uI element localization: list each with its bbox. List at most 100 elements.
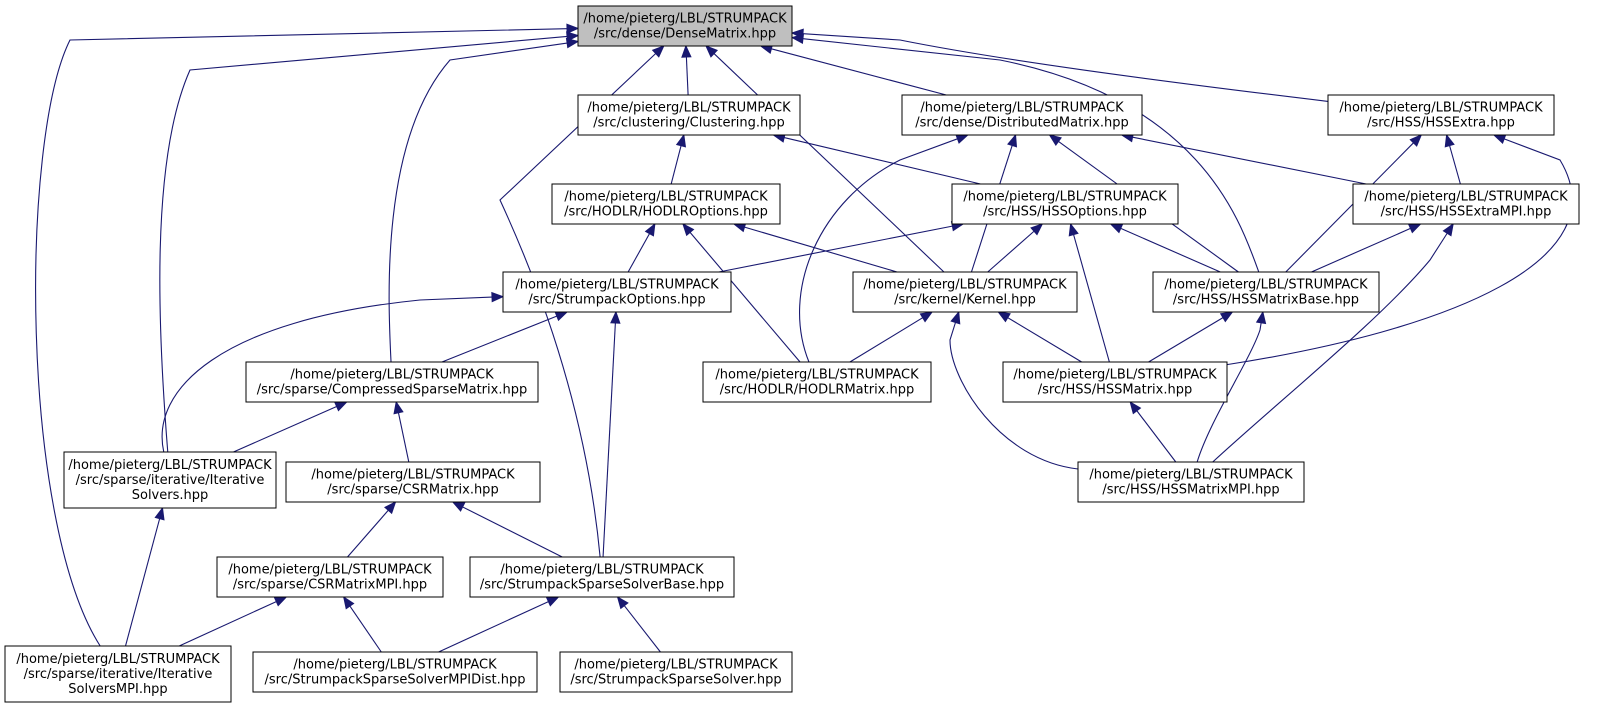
node-iterative-solvers-mpi[interactable]: /home/pieterg/LBL/STRUMPACK/src/sparse/i… <box>4 645 232 703</box>
node-label-line: /src/dense/DistributedMatrix.hpp <box>915 116 1128 131</box>
edge-compressed-sparse-matrix-to-dense-matrix <box>388 37 580 363</box>
node-box <box>469 556 735 598</box>
node-label-line: /src/StrumpackOptions.hpp <box>528 293 705 308</box>
edge-line <box>623 605 661 653</box>
node-box <box>502 271 732 313</box>
edge-line <box>1120 227 1221 273</box>
node-label-line: /home/pieterg/LBL/STRUMPACK <box>564 190 768 205</box>
edge-iterative-solvers-mpi-to-iterative-solvers <box>124 506 165 647</box>
arrowhead-icon <box>950 310 961 325</box>
edge-layer <box>35 23 1573 653</box>
node-box <box>577 5 793 47</box>
node-box <box>559 651 793 693</box>
node-layer: /home/pieterg/LBL/STRUMPACK/src/dense/De… <box>4 5 1580 703</box>
node-label-line: /src/kernel/Kernel.hpp <box>894 293 1036 308</box>
arrowhead-icon <box>1109 223 1124 234</box>
node-label-line: /home/pieterg/LBL/STRUMPACK <box>1013 368 1217 383</box>
node-hss-matrix-mpi[interactable]: /home/pieterg/LBL/STRUMPACK/src/HSS/HSSM… <box>1077 461 1305 503</box>
edge-line <box>1196 322 1262 463</box>
edge-line <box>388 42 568 363</box>
node-hss-options[interactable]: /home/pieterg/LBL/STRUMPACK/src/HSS/HSSO… <box>951 183 1179 225</box>
node-label-line: /src/HSS/HSSMatrixMPI.hpp <box>1102 483 1279 498</box>
edge-strumpack-options-to-hodlr-options <box>627 222 656 273</box>
node-clustering[interactable]: /home/pieterg/LBL/STRUMPACK/src/clusteri… <box>577 94 801 136</box>
node-label-line: /src/HODLR/HODLRMatrix.hpp <box>720 383 915 398</box>
edge-kernel-to-dense-matrix <box>705 45 945 273</box>
node-hss-extra[interactable]: /home/pieterg/LBL/STRUMPACK/src/HSS/HSSE… <box>1327 94 1555 136</box>
arrowhead-icon <box>1030 223 1044 236</box>
edge-line <box>441 315 557 363</box>
node-label-line: Solvers.hpp <box>132 488 209 503</box>
edge-line <box>1073 234 1110 363</box>
node-sparse-solver-mpi-dist[interactable]: /home/pieterg/LBL/STRUMPACK/src/Strumpac… <box>252 651 538 693</box>
node-box <box>285 461 541 503</box>
edge-hss-extra-mpi-to-hss-extra <box>1444 133 1461 185</box>
arrowhead-icon <box>1219 311 1234 323</box>
edge-line <box>1212 232 1448 463</box>
node-strumpack-options[interactable]: /home/pieterg/LBL/STRUMPACK/src/Strumpac… <box>502 271 732 313</box>
edge-line <box>802 33 1329 102</box>
node-label-line: /home/pieterg/LBL/STRUMPACK <box>1164 278 1368 293</box>
edge-compressed-sparse-matrix-to-strumpack-options <box>441 311 569 363</box>
arrowhead-icon <box>651 45 665 58</box>
edge-line <box>802 38 1260 273</box>
node-hss-extra-mpi[interactable]: /home/pieterg/LBL/STRUMPACK/src/HSS/HSSE… <box>1352 183 1580 225</box>
arrowhead-icon <box>1407 223 1422 234</box>
edge-line <box>159 35 568 453</box>
node-iterative-solvers[interactable]: /home/pieterg/LBL/STRUMPACK/src/sparse/i… <box>63 451 277 509</box>
edge-hss-extra-mpi-to-distributed-matrix <box>1120 132 1367 185</box>
node-csr-matrix-mpi[interactable]: /home/pieterg/LBL/STRUMPACK/src/sparse/C… <box>216 556 444 598</box>
node-kernel[interactable]: /home/pieterg/LBL/STRUMPACK/src/kernel/K… <box>852 271 1078 313</box>
node-box <box>1152 271 1380 313</box>
arrowhead-icon <box>566 31 580 42</box>
edge-iterative-solvers-mpi-to-dense-matrix <box>35 23 580 647</box>
node-label-line: /src/HSS/HSSMatrixBase.hpp <box>1173 293 1359 308</box>
node-label-line: /home/pieterg/LBL/STRUMPACK <box>574 658 778 673</box>
node-box <box>551 183 781 225</box>
node-compressed-sparse-matrix[interactable]: /home/pieterg/LBL/STRUMPACK/src/sparse/C… <box>245 361 539 403</box>
arrowhead-icon <box>644 222 656 237</box>
edge-line <box>627 233 650 273</box>
node-csr-matrix[interactable]: /home/pieterg/LBL/STRUMPACK/src/sparse/C… <box>285 461 541 503</box>
node-label-line: /home/pieterg/LBL/STRUMPACK <box>587 101 791 116</box>
arrowhead-icon <box>1007 133 1018 148</box>
edge-line <box>1311 227 1411 273</box>
edge-csr-matrix-to-compressed-sparse-matrix <box>393 400 410 463</box>
edge-sparse-solver-base-to-csr-matrix <box>451 501 563 558</box>
arrowhead-icon <box>565 37 580 49</box>
edge-hss-matrix-base-to-hss-options <box>1109 223 1221 273</box>
arrowhead-icon <box>451 501 466 512</box>
edge-hss-matrix-to-hss-extra <box>1226 134 1573 366</box>
edge-line <box>178 601 277 647</box>
edge-line <box>949 322 1079 470</box>
arrowhead-icon <box>705 45 719 58</box>
node-box <box>1327 94 1555 136</box>
arrowhead-icon <box>1442 222 1454 237</box>
arrowhead-icon <box>393 400 404 415</box>
edge-hss-matrix-mpi-to-hss-matrix-base <box>1196 310 1267 463</box>
node-label-line: /src/HSS/HSSMatrix.hpp <box>1038 383 1192 398</box>
edge-line <box>1226 138 1573 366</box>
arrowhead-icon <box>997 311 1011 323</box>
arrowhead-icon <box>616 595 629 610</box>
arrowhead-icon <box>1068 222 1079 237</box>
arrowhead-icon <box>566 23 580 34</box>
edge-iterative-solvers-to-dense-matrix <box>159 31 580 453</box>
node-hss-matrix[interactable]: /home/pieterg/LBL/STRUMPACK/src/HSS/HSSM… <box>1002 361 1228 403</box>
node-label-line: /home/pieterg/LBL/STRUMPACK <box>1089 468 1293 483</box>
edge-line <box>233 405 337 453</box>
edge-hss-options-to-clustering <box>772 132 981 185</box>
node-sparse-solver[interactable]: /home/pieterg/LBL/STRUMPACK/src/Strumpac… <box>559 651 793 693</box>
node-hss-matrix-base[interactable]: /home/pieterg/LBL/STRUMPACK/src/HSS/HSSM… <box>1152 271 1380 313</box>
node-box <box>216 556 444 598</box>
node-label-line: /home/pieterg/LBL/STRUMPACK <box>515 278 719 293</box>
node-label-line: /src/StrumpackSparseSolverMPIDist.hpp <box>265 673 526 688</box>
node-hodlr-matrix[interactable]: /home/pieterg/LBL/STRUMPACK/src/HODLR/HO… <box>702 361 932 403</box>
edge-line <box>1285 142 1414 273</box>
node-distributed-matrix[interactable]: /home/pieterg/LBL/STRUMPACK/src/dense/Di… <box>901 94 1143 136</box>
node-hodlr-options[interactable]: /home/pieterg/LBL/STRUMPACK/src/HODLR/HO… <box>551 183 781 225</box>
node-label-line: /src/dense/DenseMatrix.hpp <box>594 27 776 42</box>
node-box <box>951 183 1179 225</box>
node-sparse-solver-base[interactable]: /home/pieterg/LBL/STRUMPACK/src/Strumpac… <box>469 556 735 598</box>
edge-hss-matrix-base-to-hss-extra <box>1285 134 1423 273</box>
